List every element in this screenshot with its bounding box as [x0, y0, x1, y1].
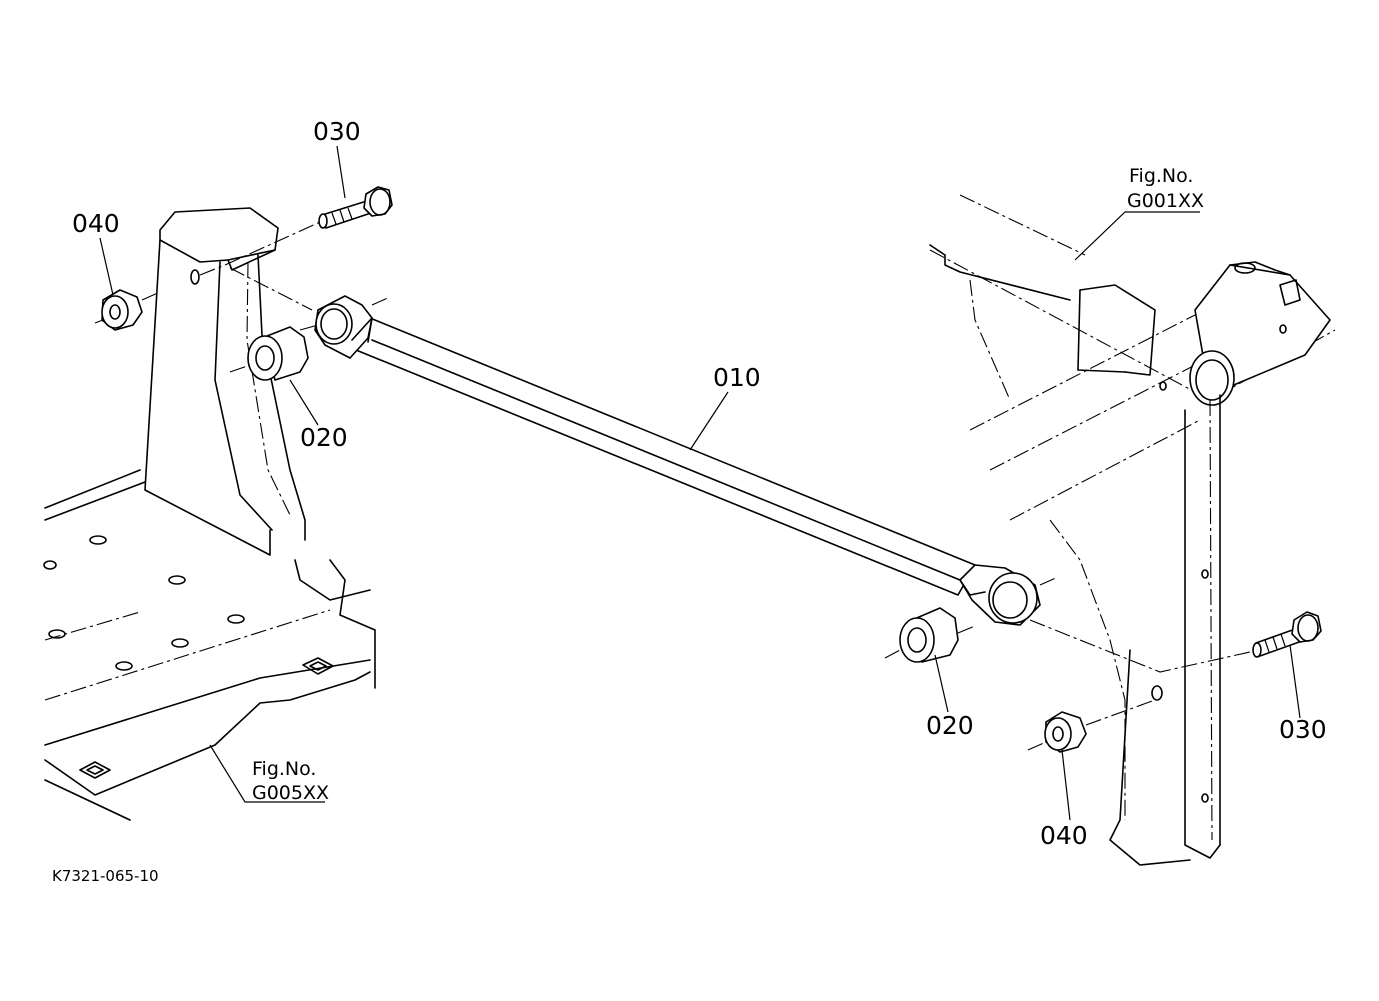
fig-ref-frame-number: G001XX: [1127, 190, 1204, 212]
bolt-left: [318, 186, 393, 229]
floor-plate: [43, 469, 376, 821]
callout-040-left: 040: [72, 209, 120, 238]
link-bar: [314, 295, 1041, 626]
nut-right: [1044, 711, 1087, 753]
drawing-code: K7321-065-10: [52, 867, 159, 885]
fig-ref-frame-caption: Fig.No.: [1129, 165, 1193, 187]
callout-010: 010: [713, 363, 761, 392]
fig-ref-floor-number: G005XX: [252, 782, 329, 804]
fig-ref-floor-caption: Fig.No.: [252, 758, 316, 780]
bushing-left: [247, 326, 309, 381]
callout-020-left: 020: [300, 423, 348, 452]
callout-040-right: 040: [1040, 821, 1088, 850]
bolt-right: [1252, 611, 1322, 658]
callout-030-left: 030: [313, 117, 361, 146]
right-frame: [929, 194, 1336, 866]
nut-left: [101, 289, 143, 331]
bushing-right: [899, 607, 959, 663]
callout-030-right: 030: [1279, 715, 1327, 744]
left-bracket: [144, 207, 306, 556]
assembly-lines: [94, 221, 1251, 751]
callout-020-right: 020: [926, 711, 974, 740]
leader-lines: [99, 145, 1301, 821]
